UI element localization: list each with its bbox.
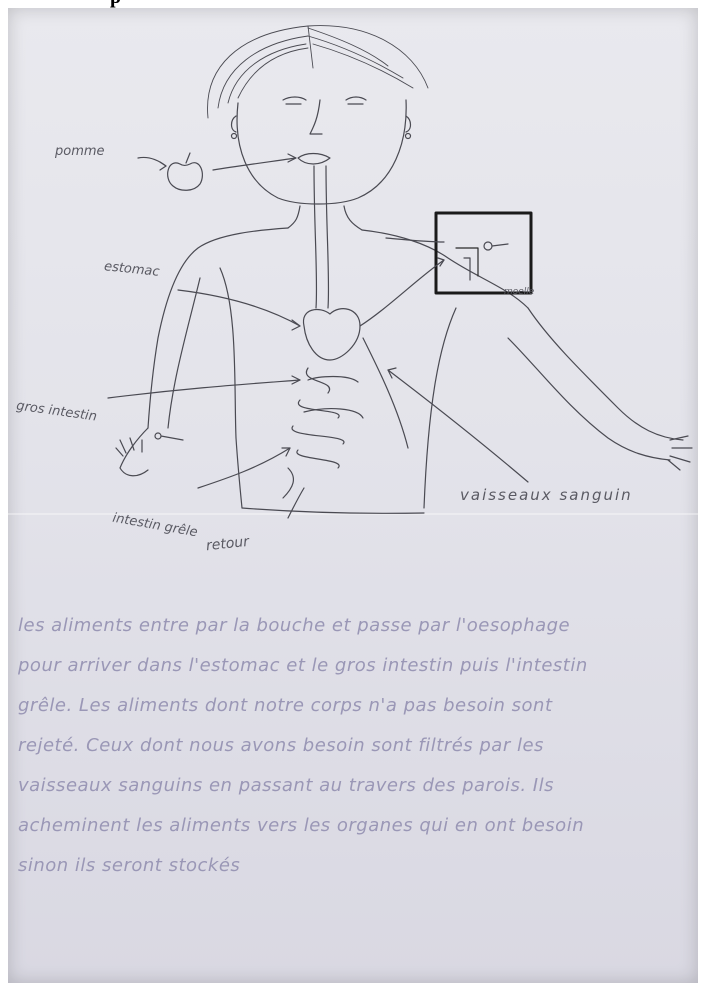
text-line: rejeté. Ceux dont nous avons besoin sont… <box>18 726 698 766</box>
text-line: sinon ils seront stockés <box>18 846 698 886</box>
text-line: les aliments entre par la bouche et pass… <box>18 606 698 646</box>
label-vaisseaux-sanguin: vaisseaux sanguin <box>460 486 633 504</box>
label-pomme: pomme <box>55 144 105 159</box>
hair <box>208 26 428 118</box>
text-line: vaisseaux sanguins en passant au travers… <box>18 766 698 806</box>
paper-sheet: pomme estomac gros intestin intestin grê… <box>8 8 698 983</box>
handwritten-text: les aliments entre par la bouche et pass… <box>18 606 698 886</box>
text-line: grêle. Les aliments dont notre corps n'a… <box>18 686 698 726</box>
vessel-inset <box>436 213 531 293</box>
label-moelle: moelle <box>504 287 534 297</box>
stomach-drawing <box>303 309 360 360</box>
apple-drawing <box>168 163 203 191</box>
head-outline <box>237 100 406 204</box>
text-line: pour arriver dans l'estomac et le gros i… <box>18 646 698 686</box>
intestine-drawing <box>283 368 363 498</box>
text-line: acheminent les aliments vers les organes… <box>18 806 698 846</box>
